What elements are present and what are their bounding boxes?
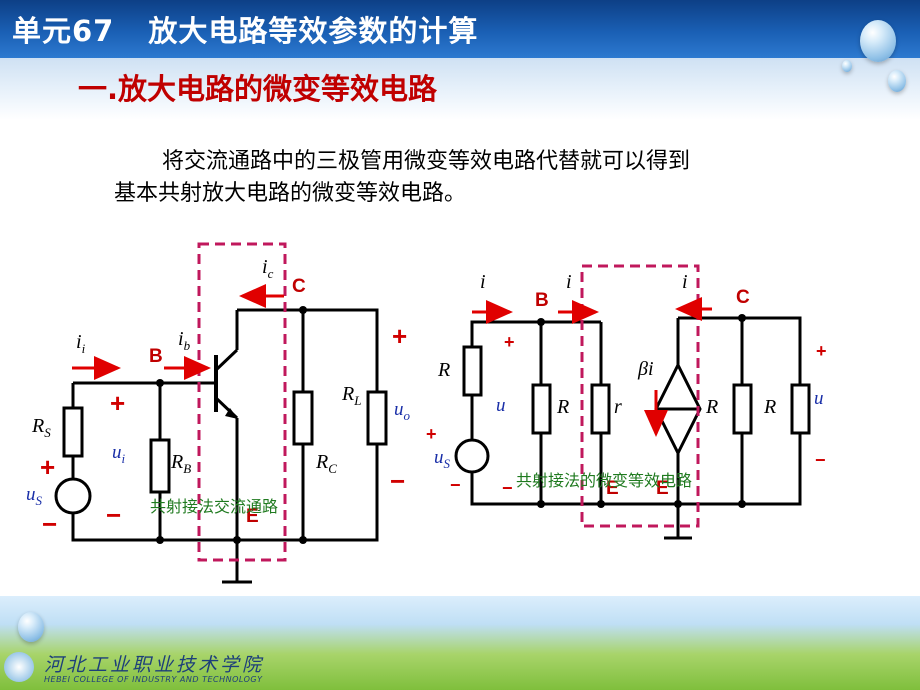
resistor-rb-right [531,383,552,435]
resistor-rbe-right [590,383,611,435]
resistor-rl-right [790,383,811,435]
node-c-right: C [736,287,750,308]
left-junctions [156,306,307,544]
plus-uo: + [392,321,407,351]
node-c-left: C [292,276,306,297]
unit-label: 单元67 [12,14,115,48]
label-r-5: R [763,396,776,418]
label-rc: RC [315,451,337,476]
node-e-right-2: E [656,478,669,499]
resistor-rc [292,390,314,446]
node-b-right: B [535,290,549,311]
school-name-cn: 河北工业职业技术学院 [44,654,265,676]
paragraph-line-1: 将交流通路中的三极管用微变等效电路代替就可以得到 [162,149,691,174]
section-subtitle: 一.放大电路的微变等效电路 [78,72,438,106]
water-drop-footer [18,612,44,642]
water-drop-decoration-tiny [842,60,852,72]
plus-uo-right: + [816,341,827,361]
body-paragraph: 将交流通路中的三极管用微变等效电路代替就可以得到 基本共射放大电路的微变等效电路… [114,146,814,210]
label-i-right-1: i [480,271,486,293]
header-band [0,58,920,120]
label-uo: uo [394,399,411,423]
transistor-collector [214,348,239,372]
node-e-left: E [246,506,259,527]
label-r-4: R [705,396,718,418]
emitter-arrow-head [225,408,238,419]
label-us: uS [26,484,43,508]
right-junctions [537,314,746,508]
water-drop-decoration-small [888,70,906,92]
title-bar: 单元67 放大电路等效参数的计算 [0,0,920,58]
label-rs: RS [31,415,51,440]
right-circuit [454,316,811,540]
paragraph-line-2: 基本共射放大电路的微变等效电路。 [114,181,467,206]
plus-u-right: + [504,332,515,352]
title-label: 放大电路等效参数的计算 [148,14,479,48]
label-ui: ui [112,442,126,466]
source-us-right [454,438,490,474]
left-caption: 共射接法交流通路 [150,497,278,516]
minus-u-right: − [502,478,513,498]
label-rl: RL [341,383,361,408]
label-i-right-2: i [566,271,572,293]
right-caption: 共射接法的微变等效电路 [516,471,692,490]
resistor-rc-right [732,383,753,435]
resistor-rl [366,390,388,446]
slide-title: 单元67 放大电路等效参数的计算 [12,8,478,50]
plus-ui: + [110,388,125,418]
minus-uo: − [390,466,405,496]
school-logo [4,652,34,682]
node-e-right-1: E [606,478,619,499]
minus-ui: − [106,500,121,530]
left-circuit [54,308,388,584]
label-u-1: u [496,395,506,416]
label-ii: ii [76,331,86,356]
label-r-2: R [556,396,569,418]
resistor-rb [149,438,171,494]
resistor-rs [62,406,84,458]
minus-us-right: − [450,475,461,495]
label-us-right: uS [434,447,451,471]
node-b-left: B [149,346,163,367]
label-ib: ib [178,328,191,353]
source-us [54,477,92,515]
footer-background [0,596,920,690]
label-i-right-3: i [682,271,688,293]
plus-us-right: + [426,424,437,444]
school-name-en: HEBEI COLLEGE OF INDUSTRY AND TECHNOLOGY [44,675,263,684]
resistor-rs-right [462,345,483,397]
minus-uo-right: − [815,450,826,470]
label-beta-i: βi [637,358,654,380]
label-rb: RB [170,451,191,476]
minus-us: − [42,509,57,539]
left-dashed-box [197,242,287,562]
water-drop-decoration [860,20,896,62]
label-u-2: u [814,388,824,409]
label-ic: ic [262,256,274,281]
label-r-1: R [437,359,450,381]
plus-us: + [40,452,55,482]
right-dashed-box [580,264,700,528]
label-r-3: r [614,396,622,418]
